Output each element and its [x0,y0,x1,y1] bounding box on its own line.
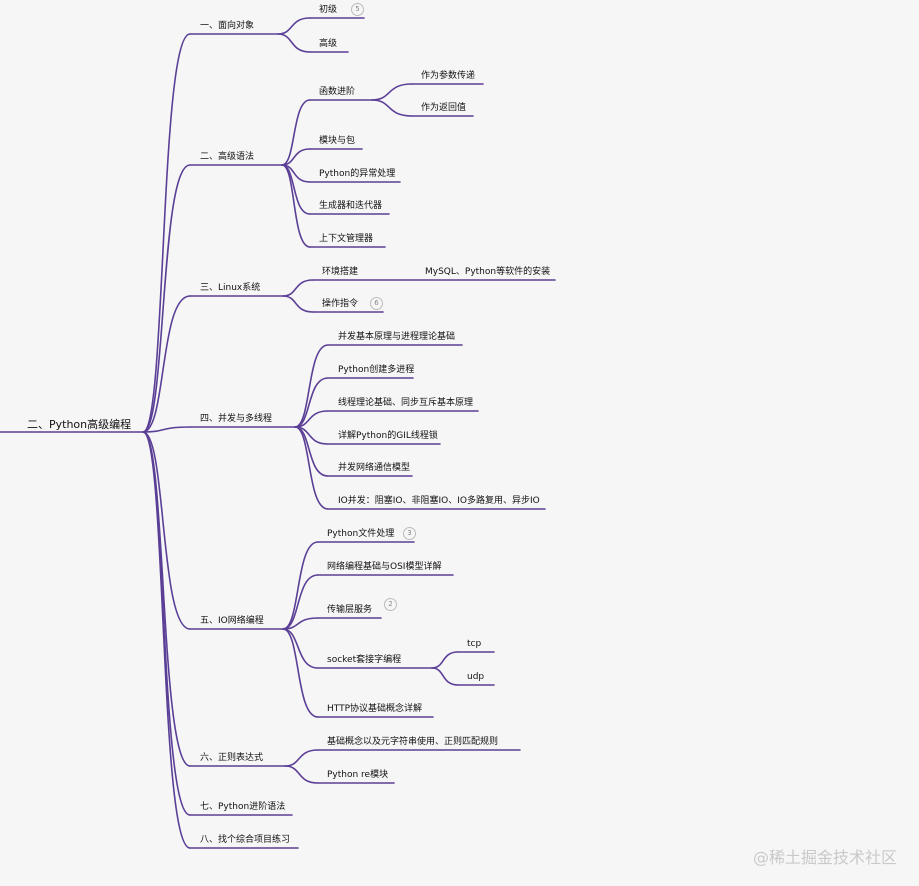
io-file-handling[interactable]: Python文件处理 [327,529,395,539]
edge-functions [281,99,311,166]
edge-generators [281,164,311,215]
edge-net-model [294,426,329,477]
edge-re-module [284,765,319,784]
regex-re-module[interactable]: Python re模块 [327,770,389,780]
edge-multiproc [294,377,329,428]
branch-project-practice[interactable]: 八、找个综合项目练习 [200,835,291,845]
edge-proc-basics [294,344,329,428]
concurrency-process-basics[interactable]: 并发基本原理与进程理论基础 [338,332,456,342]
edge-root-project [142,431,191,849]
edge-transport [282,617,319,630]
edge-root-io [142,431,191,630]
watermark: @稀土掘金技术社区 [752,848,897,867]
edge-root-regex [142,431,191,767]
linux-setup-software[interactable]: MySQL、Python等软件的安装 [425,267,551,277]
concurrency-multiprocess[interactable]: Python创建多进程 [338,365,415,375]
syntax-exceptions[interactable]: Python的异常处理 [319,169,396,179]
oop-basic-count-badge[interactable]: 5 [351,3,364,16]
edge-tcp [431,651,459,669]
io-network-osi[interactable]: 网络编程基础与OSI模型详解 [327,562,442,572]
edge-context [281,164,311,248]
root-node[interactable]: 二、Python高级编程 [27,418,132,431]
regex-basics[interactable]: 基础概念以及元字符串使用、正则匹配规则 [327,737,499,747]
func-as-param[interactable]: 作为参数传递 [421,71,476,81]
branch-io-network[interactable]: 五、IO网络编程 [200,616,264,626]
socket-udp[interactable]: udp [467,672,485,682]
linux-commands-count-badge[interactable]: 6 [370,297,383,310]
edge-root-syntax [142,164,191,433]
edge-osi [282,574,319,630]
concurrency-network-model[interactable]: 并发网络通信模型 [338,463,411,473]
io-transport-count-badge[interactable]: 2 [384,598,397,611]
edge-file [282,541,319,630]
branch-linux[interactable]: 三、Linux系统 [200,283,261,293]
linux-setup[interactable]: 环境搭建 [322,267,359,277]
branch-advanced-python[interactable]: 七、Python进阶语法 [200,802,286,812]
edge-return [371,99,413,117]
edge-io-models [294,426,329,510]
syntax-modules[interactable]: 模块与包 [319,136,356,146]
edge-root-oop [142,33,191,433]
edge-root-concurrency [142,426,191,433]
io-socket[interactable]: socket套接字编程 [327,655,402,665]
branch-oop[interactable]: 一、面向对象 [200,21,255,31]
socket-tcp[interactable]: tcp [467,639,482,649]
oop-basic[interactable]: 初级 [319,5,338,15]
edge-setup [282,279,314,297]
concurrency-gil[interactable]: 详解Python的GIL线程锁 [338,431,438,441]
branch-advanced-syntax[interactable]: 二、高级语法 [200,152,255,162]
func-as-return[interactable]: 作为返回值 [421,103,467,113]
edge-param [371,83,413,101]
concurrency-io-models[interactable]: IO并发：阻塞IO、非阻塞IO、IO多路复用、异步IO [338,496,540,506]
edge-regex-basics [284,749,319,767]
io-http[interactable]: HTTP协议基础概念详解 [327,704,423,714]
edge-root-linux [142,295,191,433]
oop-advanced[interactable]: 高级 [319,39,338,49]
edge-udp [431,667,459,686]
concurrency-thread-basics[interactable]: 线程理论基础、同步互斥基本原理 [338,398,474,408]
edge-oop-basic [277,17,311,35]
edge-socket [282,628,319,669]
edge-http [282,628,319,718]
syntax-generators[interactable]: 生成器和迭代器 [319,201,383,211]
branch-regex[interactable]: 六、正则表达式 [200,753,264,763]
edge-commands [282,295,314,313]
io-transport[interactable]: 传输层服务 [327,605,373,615]
linux-commands[interactable]: 操作指令 [322,299,359,309]
io-file-handling-count-badge[interactable]: 3 [403,527,416,540]
edge-oop-advanced [277,33,311,53]
syntax-functions[interactable]: 函数进阶 [319,87,356,97]
branch-concurrency[interactable]: 四、并发与多线程 [200,414,273,424]
syntax-context-managers[interactable]: 上下文管理器 [319,234,374,244]
